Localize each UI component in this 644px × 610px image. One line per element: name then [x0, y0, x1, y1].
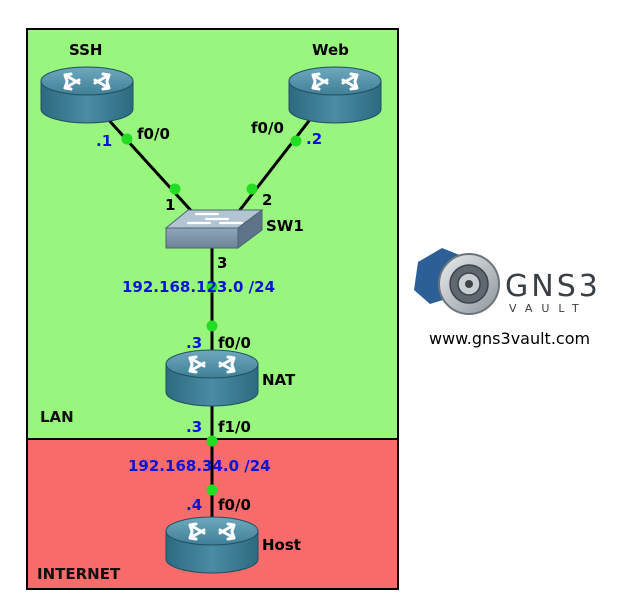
- dot-sw1-1: [169, 183, 181, 195]
- dot-nat-f10: [206, 435, 218, 447]
- web-label: Web: [312, 41, 349, 59]
- host-interface: f0/0: [218, 496, 251, 514]
- ssh-interface: f0/0: [137, 125, 170, 143]
- lan-network: 192.168.123.0 /24: [122, 278, 275, 296]
- web-interface: f0/0: [251, 119, 284, 137]
- sw1-label: SW1: [266, 217, 304, 235]
- nat-f00-interface: f0/0: [218, 334, 251, 352]
- link-ssh-sw1: [104, 115, 197, 217]
- nat-wan-ip: .3: [186, 418, 202, 436]
- router-icon[interactable]: [164, 348, 260, 408]
- router-icon[interactable]: [287, 65, 383, 125]
- nat-f10-interface: f1/0: [218, 418, 251, 436]
- switch-icon[interactable]: [164, 209, 264, 249]
- website-url: www.gns3vault.com: [429, 329, 590, 348]
- ssh-ip: .1: [96, 132, 112, 150]
- sw1-port-3: 3: [217, 254, 227, 272]
- link-dots: [121, 133, 302, 496]
- internet-zone-label: INTERNET: [37, 565, 121, 583]
- logo-sub-text: VAULT: [509, 302, 588, 315]
- router-icon[interactable]: [164, 515, 260, 575]
- router-icon[interactable]: [39, 65, 135, 125]
- host-ip: .4: [186, 496, 202, 514]
- nat-lan-ip: .3: [186, 334, 202, 352]
- link-web-sw1: [234, 116, 314, 216]
- dot-nat-f00: [206, 320, 218, 332]
- ssh-label: SSH: [69, 41, 103, 59]
- dot-host-f00: [206, 484, 218, 496]
- lan-zone-label: LAN: [40, 408, 74, 426]
- gns3-vault-logo: GNS3 VAULT: [414, 248, 601, 315]
- dot-ssh: [121, 133, 133, 145]
- web-ip: .2: [306, 130, 322, 148]
- logo-brand-text: GNS3: [505, 269, 601, 304]
- links: [104, 115, 314, 532]
- nat-label: NAT: [262, 371, 296, 389]
- sw1-port-2: 2: [262, 191, 272, 209]
- dot-web: [290, 135, 302, 147]
- sw1-port-1: 1: [165, 196, 175, 214]
- dot-sw1-3: [206, 281, 218, 293]
- dot-sw1-2: [246, 183, 258, 195]
- host-label: Host: [262, 536, 301, 554]
- wan-network: 192.168.34.0 /24: [128, 457, 271, 475]
